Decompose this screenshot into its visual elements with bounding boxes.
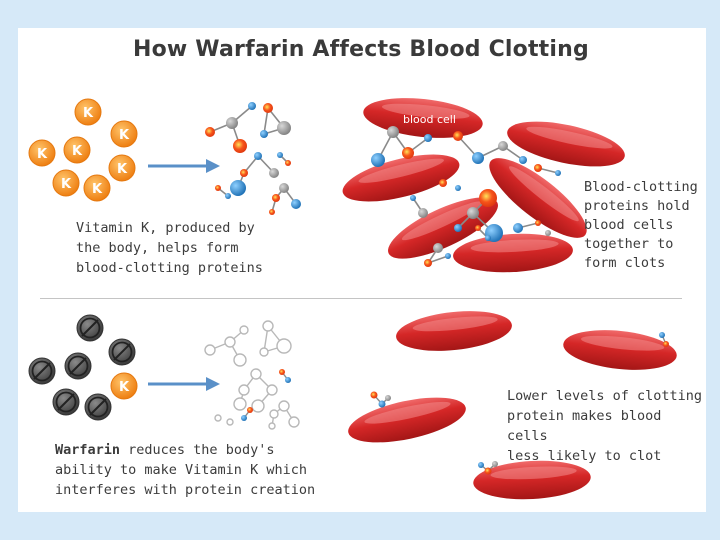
caption-line: Warfarin reduces the body's [55, 440, 315, 460]
caption-line: form clots [584, 254, 698, 273]
blocked-vitamin-k-icon [85, 394, 111, 420]
vitamin-k-letter: K [61, 177, 72, 192]
caption-line: together to [584, 235, 698, 254]
vitamin-k-letter: K [92, 182, 103, 197]
blood-cell-icon [452, 231, 574, 275]
caption-line: less likely to clot [507, 446, 706, 466]
blocked-vitamin-k-icon [53, 389, 79, 415]
warfarin-term: Warfarin [55, 442, 120, 458]
vitamin-k-icon: K [109, 155, 135, 181]
blocked-vitamin-k-group: K [29, 315, 137, 420]
panel-divider [40, 298, 682, 299]
vitamin-k-letter: K [37, 147, 48, 162]
warfarin-caption: Warfarin reduces the body's ability to m… [55, 440, 315, 500]
caption-line-rest: reduces the body's [120, 442, 274, 458]
vitamin-k-icon: K [75, 99, 101, 125]
slide: How Warfarin Affects Blood Clotting [18, 28, 706, 512]
vitamin-k-icon: K [84, 175, 110, 201]
vitamin-k-icon: K [111, 121, 137, 147]
caption-line: Vitamin K, produced by [76, 218, 263, 238]
caption-line: protein makes blood cells [507, 406, 706, 446]
vitamin-k-group: K K K K K K K [29, 99, 137, 201]
blocked-vitamin-k-icon [109, 339, 135, 365]
protein-molecule-icon [241, 369, 291, 421]
lower-clotting-caption: Lower levels of clotting protein makes b… [507, 386, 706, 466]
caption-line: ability to make Vitamin K which [55, 460, 315, 480]
vitamin-k-icon: K [64, 137, 90, 163]
blood-cell-icon [338, 145, 464, 211]
caption-line: interferes with protein creation [55, 480, 315, 500]
blocked-vitamin-k-icon [29, 358, 55, 384]
vitamin-k-letter: K [72, 144, 83, 159]
blood-cell-icon [344, 389, 469, 451]
clotting-result-caption: Blood-clotting proteins hold blood cells… [584, 178, 698, 273]
caption-line: proteins hold [584, 197, 698, 216]
vitamin-k-icon: K [111, 373, 137, 399]
vitamin-k-letter: K [83, 106, 94, 121]
caption-line: Lower levels of clotting [507, 386, 706, 406]
vitamin-k-letter: K [119, 380, 130, 395]
vitamin-k-letter: K [117, 162, 128, 177]
vitamin-k-letter: K [119, 128, 130, 143]
caption-line: blood-clotting proteins [76, 258, 263, 278]
blocked-vitamin-k-icon [77, 315, 103, 341]
vitamin-k-icon: K [29, 140, 55, 166]
arrow-right-icon [148, 159, 220, 173]
caption-line: the body, helps form [76, 238, 263, 258]
caption-line: blood cells [584, 216, 698, 235]
vitamin-k-icon: K [53, 170, 79, 196]
blood-cell-label: blood cell [403, 113, 456, 126]
blood-cell-icon [394, 306, 514, 356]
caption-line: Blood-clotting [584, 178, 698, 197]
blocked-vitamin-k-icon [65, 353, 91, 379]
arrow-right-icon [148, 377, 220, 391]
protein-molecule-icon [205, 102, 301, 215]
vitamin-k-caption: Vitamin K, produced by the body, helps f… [76, 218, 263, 278]
